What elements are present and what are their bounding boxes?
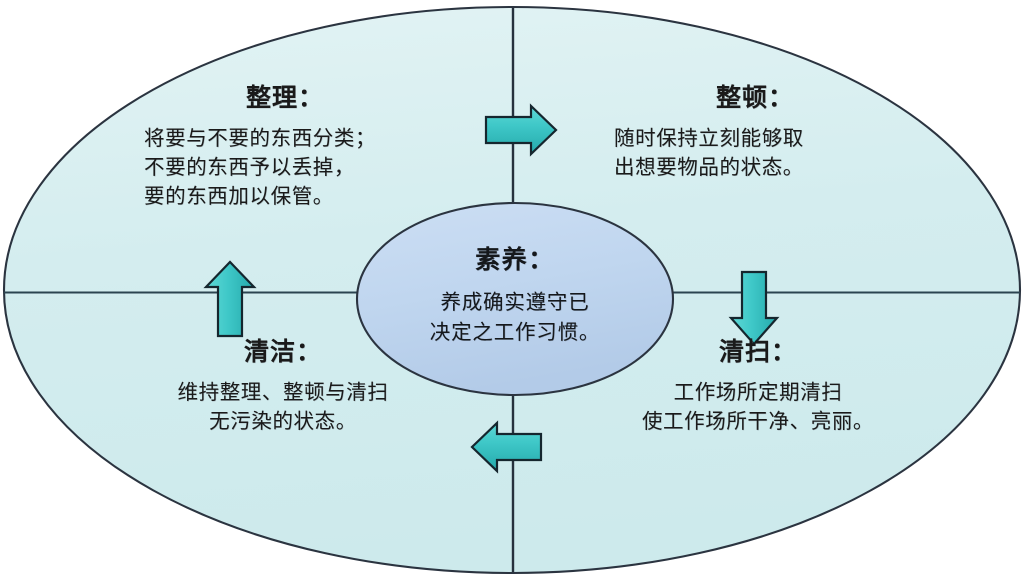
quadrant-seiso-line-2: 使工作场所干净、亮丽。 xyxy=(641,409,875,433)
center-ellipse xyxy=(355,201,675,397)
quadrant-seiton-title: 整顿： xyxy=(715,84,794,112)
center-label: 素养： 养成确实遵守已 决定之工作习惯。 xyxy=(358,240,672,347)
arrow-left-up-direction xyxy=(203,260,257,338)
quadrant-seiso-line-1: 工作场所定期清扫 xyxy=(673,380,843,404)
quadrant-seiton-line-1: 随时保持立刻能够取 xyxy=(614,126,804,150)
arrow-right-down-direction xyxy=(728,270,780,346)
quadrant-seiketsu-title: 清洁： xyxy=(243,338,322,366)
quadrant-seiri-line-2: 不要的东西予以丢掉， xyxy=(144,155,355,179)
arrow-bottom-left-direction xyxy=(470,420,543,474)
center-line-2: 决定之工作习惯。 xyxy=(429,320,601,344)
arrow-top-right-direction xyxy=(484,103,558,157)
quadrant-seiri: 整理： 将要与不要的东西分类； 不要的东西予以丢掉， 要的东西加以保管。 xyxy=(118,84,448,211)
quadrant-seiri-title: 整理： xyxy=(245,84,324,112)
quadrant-seiketsu: 清洁： 维持整理、整顿与清扫 无污染的状态。 xyxy=(118,338,448,436)
quadrant-seiton-line-2: 出想要物品的状态。 xyxy=(614,155,804,179)
quadrant-seiso: 清扫： 工作场所定期清扫 使工作场所干净、亮丽。 xyxy=(588,338,928,436)
quadrant-seiri-line-3: 要的东西加以保管。 xyxy=(144,184,334,208)
quadrant-seiketsu-line-2: 无污染的状态。 xyxy=(209,409,357,433)
center-line-1: 养成确实遵守已 xyxy=(440,291,590,314)
quadrant-seiri-line-1: 将要与不要的东西分类； xyxy=(144,126,377,150)
quadrant-seiton: 整顿： 随时保持立刻能够取 出想要物品的状态。 xyxy=(580,84,920,182)
center-title: 素养： xyxy=(475,246,555,274)
quadrant-seiso-title: 清扫： xyxy=(718,338,797,366)
quadrant-seiketsu-line-1: 维持整理、整顿与清扫 xyxy=(177,380,389,404)
